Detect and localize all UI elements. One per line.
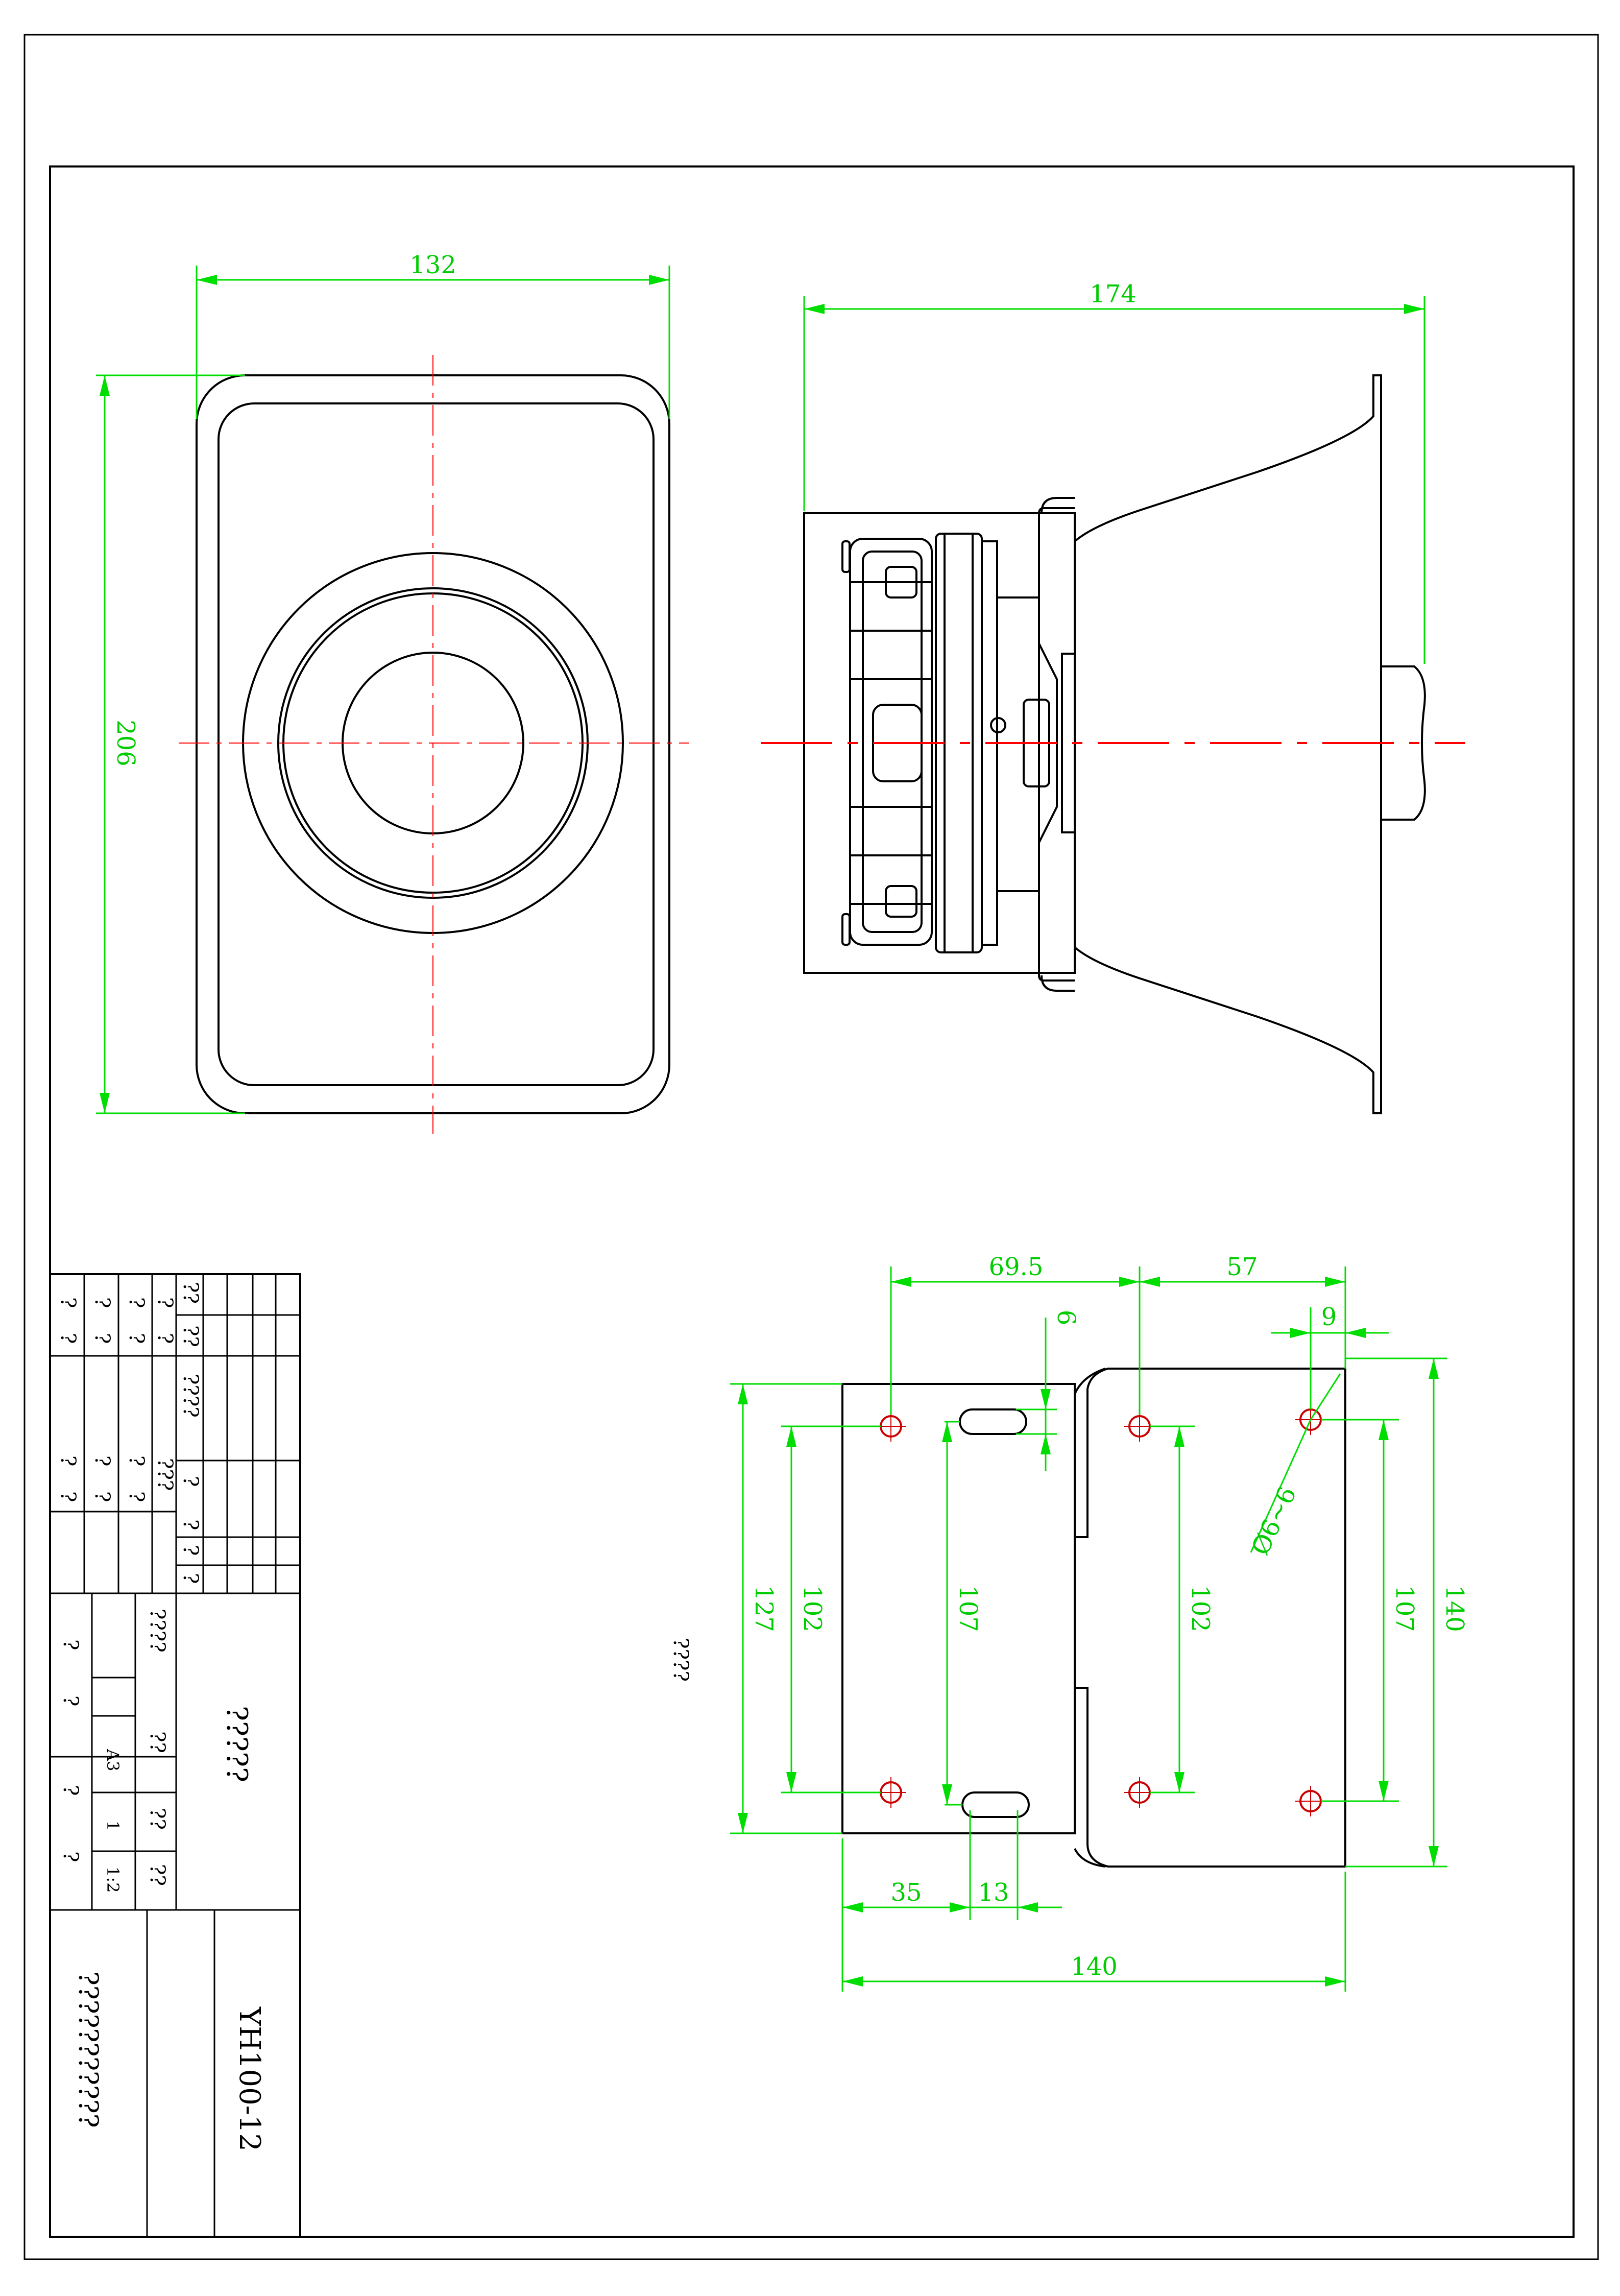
tb-cell: ?? (146, 1731, 169, 1753)
dim-bracket-140-v: 140 (1440, 1585, 1469, 1632)
dim-bracket-102-left: 102 (798, 1585, 827, 1632)
bracket-view: 69.5 57 6 9 Ø6~6 127 102 (669, 1253, 1469, 1992)
tb-cell: ??? (153, 1458, 177, 1491)
dim-bracket-107-right: 107 (1390, 1585, 1419, 1632)
tb-cell: ? (56, 1455, 80, 1466)
tb-cell: ? (59, 1851, 82, 1862)
mount-holes (876, 1404, 1326, 1816)
tb-cell: ?? (179, 1325, 202, 1347)
tb-cell: ?? (179, 1282, 202, 1304)
tb-cell: ? (59, 1785, 82, 1796)
dim-bracket-127: 127 (749, 1585, 778, 1632)
tb-scale: 1:2 (103, 1867, 123, 1893)
tb-cell: ? (90, 1455, 114, 1466)
tb-qty: 1 (103, 1821, 123, 1831)
tb-model: YH100-12 (233, 2006, 266, 2151)
outer-frame (23, 34, 1599, 2260)
tb-cell: ???? (146, 1609, 169, 1653)
tb-cell: ? (56, 1491, 80, 1502)
tb-cell: ???? (179, 1374, 202, 1418)
dim-bracket-102-right: 102 (1186, 1585, 1215, 1632)
tb-cell: ? (125, 1491, 148, 1502)
dim-hole-dia: Ø6~6 (1246, 1482, 1302, 1560)
dim-slot-6: 6 (1052, 1310, 1080, 1326)
tb-cell: ? (56, 1333, 80, 1344)
tb-cell: ?? (146, 1864, 169, 1886)
tb-cell: ? (179, 1545, 202, 1556)
dim-bottom-140: 140 (1071, 1952, 1118, 1981)
tb-cell: ? (125, 1297, 148, 1308)
tb-cell: ? (179, 1519, 202, 1530)
bracket-plate (841, 1383, 1076, 1834)
tb-company: ??????????? (72, 1971, 103, 2128)
tb-cell: ? (59, 1639, 82, 1650)
tb-cell: ? (153, 1333, 177, 1344)
dim-front-height: 206 (111, 720, 140, 767)
tb-cell: ?? (146, 1808, 169, 1830)
dim-bracket-69-5: 69.5 (989, 1253, 1044, 1281)
tb-cell: ? (153, 1297, 177, 1308)
tb-drawing-name: ????? (220, 1706, 253, 1782)
dim-bottom-13: 13 (978, 1878, 1009, 1907)
tb-cell: ? (90, 1491, 114, 1502)
tb-cell: ? (90, 1297, 114, 1308)
tb-cell: ? (56, 1297, 80, 1308)
front-inner-rect (217, 402, 655, 1086)
view-label: ???? (669, 1638, 692, 1682)
dim-bracket-57: 57 (1226, 1253, 1258, 1281)
dim-hole-9: 9 (1321, 1303, 1337, 1331)
tb-cell: ? (125, 1455, 148, 1466)
title-block: ? ? ? ? ?? ? ? ? ? ?? ???? ? ? ? ??? ? ?… (49, 1273, 301, 2238)
inner-frame (49, 165, 1575, 2238)
tb-sheet-size: A3 (103, 1749, 123, 1771)
side-horn (1074, 374, 1382, 1114)
slot-top (959, 1408, 1027, 1435)
tb-cell: ? (90, 1333, 114, 1344)
dim-bracket-107-slots: 107 (954, 1585, 982, 1632)
dim-side-depth: 174 (1090, 280, 1137, 308)
tb-cell: ? (59, 1695, 82, 1706)
slot-bottom (961, 1791, 1030, 1818)
dim-bottom-35: 35 (890, 1878, 922, 1907)
side-view: 174 (761, 280, 1465, 1114)
tb-cell: ? (179, 1476, 202, 1487)
dim-front-width: 132 (409, 251, 456, 279)
tb-cell: ? (125, 1333, 148, 1344)
tb-cell: ? (179, 1573, 202, 1584)
front-view: 132 206 (96, 251, 689, 1134)
